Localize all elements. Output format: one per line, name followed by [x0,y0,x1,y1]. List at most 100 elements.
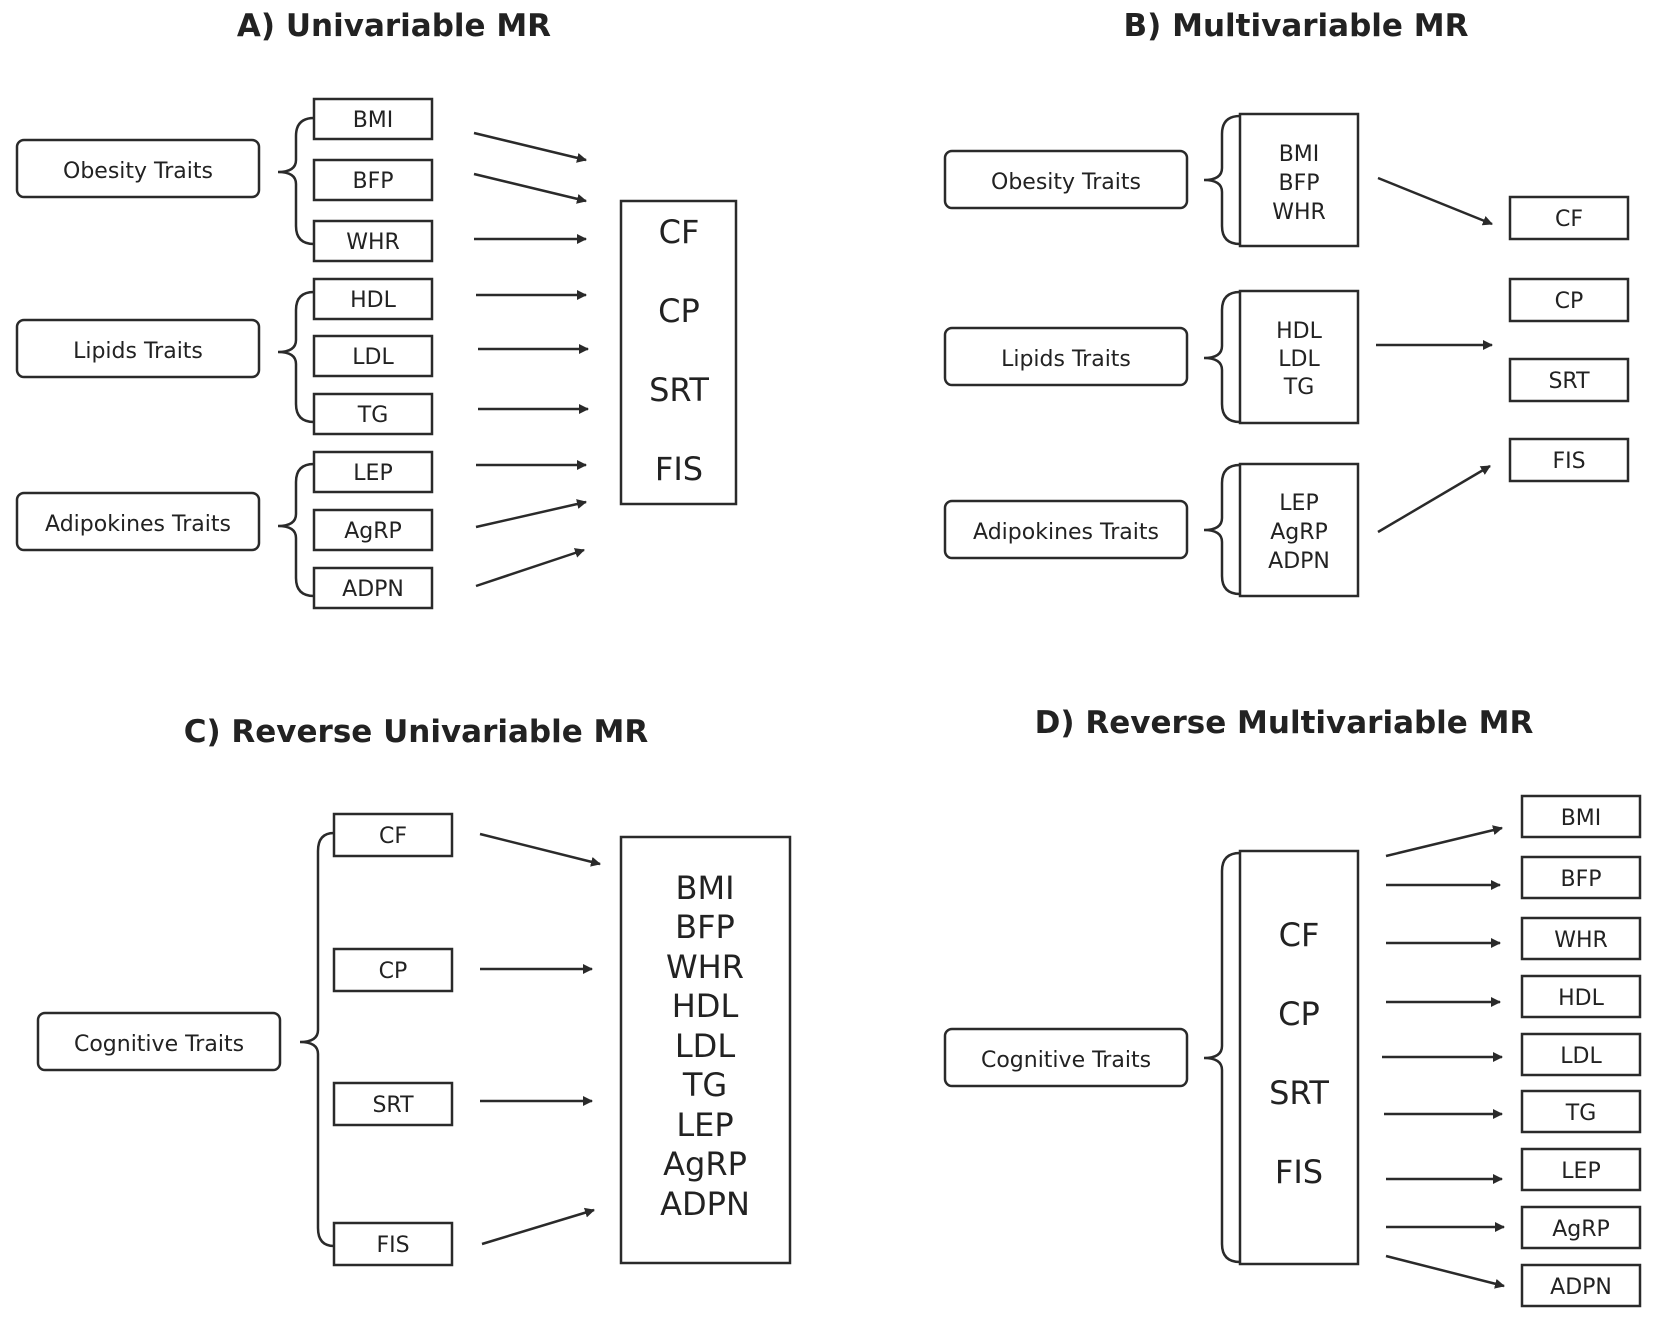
panel-a-exposure-label: LDL [352,345,394,370]
panel-c-exposure-cp: CP [332,947,454,993]
panel-a-exposure-bmi: BMI [312,97,434,141]
panel-c-outcome-label: BMI [676,869,735,907]
panel-c-exposure-label: FIS [376,1233,409,1258]
panel-a-arrow [473,172,587,204]
panel-b-exposure-label: LEP [1279,491,1318,516]
panel-b-exposure-label: ADPN [1268,549,1330,574]
panel-a-bracket-lipids [277,290,315,424]
panel-c-outcome-label: LEP [676,1106,733,1144]
panel-c-outcome-label: AgRP [663,1145,747,1183]
panel-d-arrow [1385,1254,1505,1289]
panel-a-exposure-lep: LEP [312,450,434,494]
panel-a-group-label: Adipokines Traits [45,512,231,537]
panel-a-bracket-obesity [277,116,315,246]
panel-b-exposure-set-lipids: HDL LDL TG [1238,289,1360,425]
panel-c-arrow [479,832,601,867]
panel-b-arrow [1377,176,1493,226]
panel-b-exposure-label: BFP [1278,171,1319,196]
panel-a-outcome-label: FIS [655,450,703,488]
panel-c-bracket [299,831,335,1248]
panel-b-exposure-label: TG [1283,375,1315,400]
panel-a-group-obesity: Obesity Traits [15,138,261,199]
panel-d-outcome-whr: WHR [1520,916,1642,961]
panel-b-group-label: Adipokines Traits [973,520,1159,545]
panel-d-outcome-label: ADPN [1550,1275,1612,1300]
panel-d-outcome-lep: LEP [1520,1147,1642,1192]
panel-a-exposure-adpn: ADPN [312,566,434,610]
panel-b-group-label: Lipids Traits [1001,347,1131,372]
panel-d-exposure-label: FIS [1275,1153,1323,1191]
panel-d-outcome-label: LEP [1561,1159,1600,1184]
panel-c-title: C) Reverse Univariable MR [184,714,649,750]
panel-b-group-label: Obesity Traits [991,170,1141,195]
panel-c-arrow [481,1207,595,1246]
panel-a-exposure-label: TG [357,403,389,428]
panel-a-arrow [475,548,585,588]
panel-d-arrow [1385,825,1503,858]
panel-a-exposure-tg: TG [312,392,434,436]
panel-a-arrow [475,499,587,529]
panel-d-exposure-label: SRT [1269,1074,1329,1112]
panel-a-exposure-label: WHR [346,230,400,255]
panel-d-title: D) Reverse Multivariable MR [1035,705,1534,741]
panel-c-outcome-box: BMI BFP WHR HDL LDL TG LEP AgRP ADPN [619,835,792,1265]
panel-c-outcome-label: HDL [672,987,739,1025]
panel-a-title: A) Univariable MR [237,8,551,44]
panel-a-bracket-adipokines [277,462,315,598]
panel-a-group-lipids: Lipids Traits [15,318,261,379]
panel-d-outcome-tg: TG [1520,1089,1642,1134]
panel-b-outcome-fis: FIS [1508,437,1630,483]
panel-b-group-lipids: Lipids Traits [943,326,1189,387]
panel-d-outcome-label: HDL [1558,986,1604,1011]
panel-d-outcome-bfp: BFP [1520,855,1642,900]
panel-d-outcome-label: LDL [1560,1044,1602,1069]
panel-c-exposure-cf: CF [332,812,454,858]
panel-c-exposure-fis: FIS [332,1221,454,1267]
panel-b-bracket-obesity [1203,114,1241,246]
panel-a-exposure-hdl: HDL [312,277,434,321]
panel-a-exposure-whr: WHR [312,219,434,263]
panel-b-bracket-lipids [1203,290,1241,424]
panel-d-outcome-label: WHR [1554,928,1608,953]
panel-a-exposure-ldl: LDL [312,334,434,378]
panel-d-outcome-hdl: HDL [1520,974,1642,1019]
panel-b-outcome-label: CP [1555,289,1584,314]
panel-c-group-label: Cognitive Traits [74,1032,244,1057]
panel-d-bracket [1203,851,1241,1264]
panel-b-exposure-label: HDL [1276,319,1322,344]
panel-a-exposure-agrp: AgRP [312,508,434,552]
panel-b-arrow [1377,464,1491,534]
panel-b-group-adipokines: Adipokines Traits [943,499,1189,560]
panel-a-arrow [473,131,587,163]
panel-d-outcome-label: TG [1565,1101,1597,1126]
panel-c-outcome-label: ADPN [660,1185,750,1223]
panel-b-outcome-label: FIS [1552,449,1585,474]
panel-b-exposure-label: BMI [1279,142,1320,167]
panel-a-exposure-label: HDL [350,288,396,313]
panel-c-outcome-label: BFP [675,908,735,946]
panel-d-exposure-box: CF CP SRT FIS [1238,849,1360,1266]
panel-b: B) Multivariable MR Obesity Traits Lipid… [943,8,1630,598]
panel-b-bracket-adipokines [1203,463,1241,596]
panel-d-outcome-bmi: BMI [1520,794,1642,839]
panel-b-outcome-srt: SRT [1508,357,1630,403]
panel-a-exposure-label: ADPN [342,577,404,602]
panel-c: C) Reverse Univariable MR Cognitive Trai… [36,714,792,1267]
panel-d-outcome-adpn: ADPN [1520,1263,1642,1308]
panel-a-exposure-label: AgRP [344,519,402,544]
panel-a-outcome-label: CF [659,213,700,251]
panel-c-outcome-label: LDL [675,1027,735,1065]
panel-b-outcome-cf: CF [1508,195,1630,241]
panel-d-exposure-label: CP [1278,995,1320,1033]
panel-c-exposure-label: CF [379,824,407,849]
panel-a-group-label: Lipids Traits [73,339,203,364]
panel-a: A) Univariable MR Obesity Traits Lipids … [15,8,738,610]
panel-a-exposure-label: BFP [352,169,393,194]
panel-b-title: B) Multivariable MR [1124,8,1469,44]
panel-b-outcome-label: CF [1555,207,1583,232]
panel-b-exposure-set-adipokines: LEP AgRP ADPN [1238,462,1360,598]
panel-a-group-label: Obesity Traits [63,159,213,184]
panel-a-exposure-label: LEP [353,461,392,486]
panel-c-outcome-label: WHR [666,948,744,986]
